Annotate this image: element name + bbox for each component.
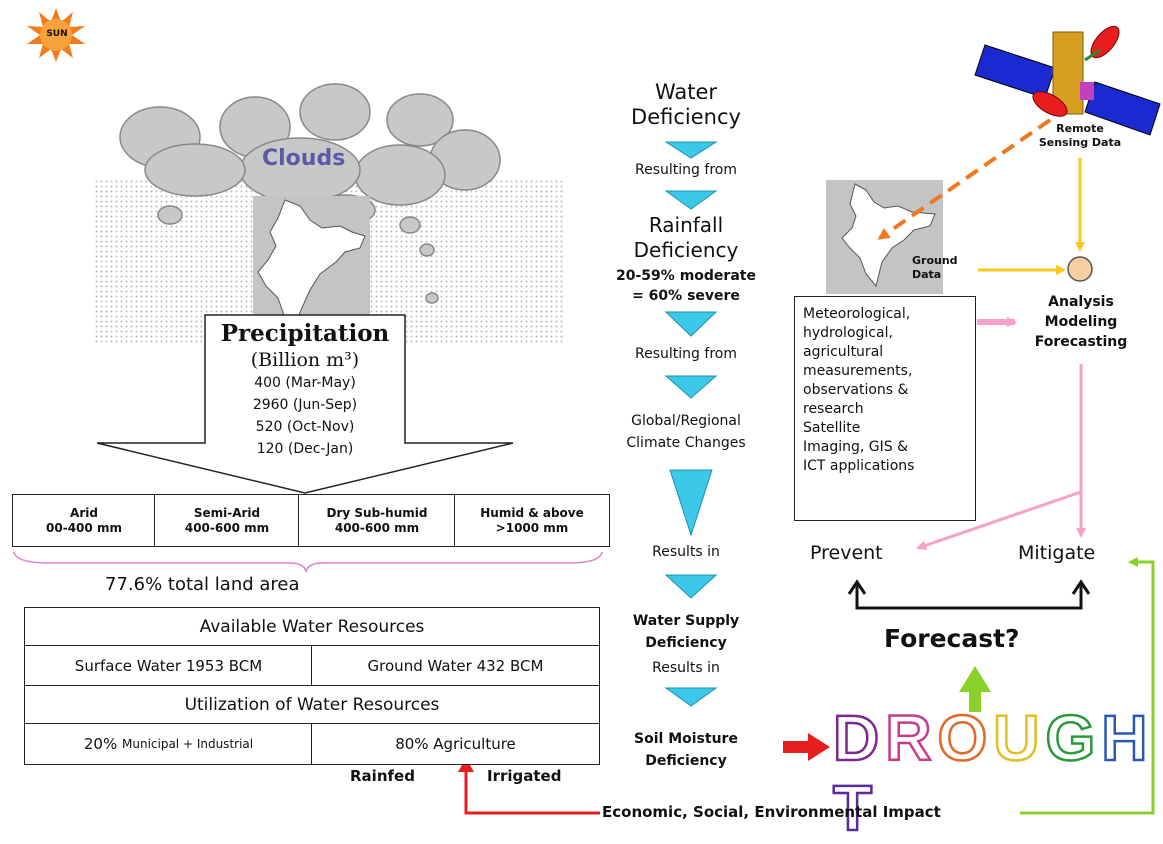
precipitation-title: Precipitation xyxy=(220,320,390,347)
climate-changes-label: Global/Regional Climate Changes xyxy=(626,413,746,451)
satellite-icon xyxy=(974,25,1161,136)
soil-to-drought-arrow xyxy=(783,733,830,761)
irrigated-label: Irrigated xyxy=(487,767,562,785)
zone-humid: Humid & above>1000 mm xyxy=(454,494,610,547)
precipitation-unit: (Billion m³) xyxy=(250,349,360,371)
forecast-label: Forecast? xyxy=(884,624,1020,653)
moderate-label: 20-59% moderate xyxy=(616,268,756,284)
rainfed-label: Rainfed xyxy=(350,767,415,785)
impact-label: Economic, Social, Environmental Impact xyxy=(602,803,941,821)
ground-water-cell: Ground Water 432 BCM xyxy=(311,645,600,687)
resulting-from-label: Resulting from xyxy=(635,346,737,362)
analysis-label: Analysis Modeling Forecasting xyxy=(1034,294,1128,350)
drought-letter: O xyxy=(936,702,994,775)
soil-moisture-deficiency-label: Soil Moisture Deficiency xyxy=(634,731,738,769)
sun-icon xyxy=(27,8,85,62)
water-supply-deficiency-label: Water Supply Deficiency xyxy=(632,613,740,651)
analysis-node xyxy=(1067,256,1093,282)
analysis-to-prevent-arrow xyxy=(916,490,1082,551)
water-deficiency-label: Water Deficiency xyxy=(631,80,741,129)
impact-to-agriculture-arrow xyxy=(464,770,600,815)
drought-letter: R xyxy=(884,702,938,775)
drought-letter: H xyxy=(1100,702,1154,775)
drought-word: DROUGHT xyxy=(832,702,1163,844)
land-brace xyxy=(13,551,603,574)
resulting-from-label: Resulting from xyxy=(635,162,737,178)
impact-to-mitigate-arrow xyxy=(1020,557,1155,815)
precip-value: 400 (Mar-May) xyxy=(254,375,356,391)
satellite-to-map-arrow xyxy=(877,118,1052,240)
available-resources-header: Available Water Resources xyxy=(24,607,600,647)
precip-value: 2960 (Jun-Sep) xyxy=(252,397,358,413)
drought-to-forecast-arrow xyxy=(959,666,991,712)
rainfall-deficiency-label: Rainfall Deficiency xyxy=(633,213,739,262)
drought-letter: D xyxy=(832,702,886,775)
forecast-bracket xyxy=(847,579,1091,610)
results-in-label: Results in xyxy=(652,544,720,560)
prevent-label: Prevent xyxy=(810,542,883,564)
remote-sensing-label: Remote Sensing Data xyxy=(1038,122,1122,149)
results-in-label: Results in xyxy=(652,660,720,676)
precipitation-arrow xyxy=(96,314,514,494)
surface-water-cell: Surface Water 1953 BCM xyxy=(24,645,313,687)
clouds-label: Clouds xyxy=(262,146,346,171)
sun-label: SUN xyxy=(46,29,68,39)
diagram-graphics xyxy=(13,8,1161,815)
clouds-icon xyxy=(119,83,501,304)
agriculture-cell: 80% Agriculture xyxy=(311,723,600,765)
measurements-box: Meteorological, hydrological, agricultur… xyxy=(794,296,976,521)
drought-letter: U xyxy=(992,702,1046,775)
land-area-label: 77.6% total land area xyxy=(105,574,300,595)
municipal-cell: 20% Municipal + Industrial xyxy=(24,723,313,765)
precipitation-block: Precipitation (Billion m³) 400 (Mar-May)… xyxy=(205,320,405,460)
flow-triangles xyxy=(664,141,718,707)
ground-data-label: Ground Data xyxy=(912,254,958,281)
precip-value: 120 (Dec-Jan) xyxy=(256,441,354,457)
precip-value: 520 (Oct-Nov) xyxy=(255,419,355,435)
drought-letter: G xyxy=(1044,702,1102,775)
severe-label: = 60% severe xyxy=(632,288,740,304)
utilization-header: Utilization of Water Resources xyxy=(24,685,600,725)
mitigate-label: Mitigate xyxy=(1018,542,1096,564)
